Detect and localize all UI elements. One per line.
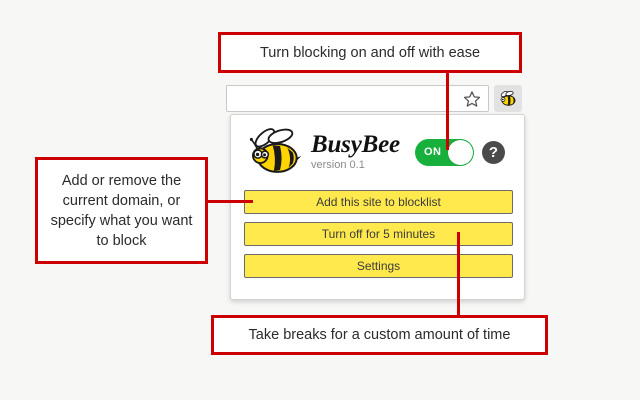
annotation-connector-top bbox=[446, 71, 449, 150]
extension-popup: BusyBee version 0.1 ON ? Add this site t… bbox=[230, 114, 525, 300]
annotation-callout-top: Turn blocking on and off with ease bbox=[218, 32, 522, 73]
settings-button[interactable]: Settings bbox=[244, 254, 513, 278]
bee-logo-icon bbox=[244, 127, 306, 175]
url-bar[interactable] bbox=[226, 85, 489, 112]
brand-block: BusyBee version 0.1 bbox=[311, 132, 400, 171]
power-toggle-knob[interactable] bbox=[448, 140, 473, 165]
browser-toolbar bbox=[226, 84, 526, 116]
annotation-connector-bottom bbox=[457, 232, 460, 317]
star-icon[interactable] bbox=[463, 90, 481, 108]
popup-header: BusyBee version 0.1 ON ? bbox=[231, 115, 524, 185]
bee-icon bbox=[500, 90, 516, 106]
power-toggle[interactable]: ON bbox=[415, 139, 474, 166]
help-icon-label: ? bbox=[488, 144, 499, 161]
settings-label: Settings bbox=[356, 259, 401, 273]
add-site-to-blocklist-label: Add this site to blocklist bbox=[316, 195, 441, 209]
extension-toolbar-button[interactable] bbox=[494, 85, 522, 112]
help-icon[interactable]: ? bbox=[482, 141, 505, 164]
turn-off-timer-button[interactable]: Turn off for 5 minutes bbox=[244, 222, 513, 246]
brand-version: version 0.1 bbox=[311, 159, 365, 171]
brand-name: BusyBee bbox=[311, 131, 400, 158]
annotation-callout-left: Add or remove the current domain, or spe… bbox=[35, 157, 208, 264]
power-toggle-state-label: ON bbox=[424, 146, 442, 158]
annotation-connector-left bbox=[206, 200, 253, 203]
annotation-callout-bottom: Take breaks for a custom amount of time bbox=[211, 315, 548, 355]
annotation-callout-left-text: Add or remove the current domain, or spe… bbox=[50, 172, 193, 249]
turn-off-timer-label: Turn off for 5 minutes bbox=[321, 227, 436, 241]
annotation-callout-bottom-text: Take breaks for a custom amount of time bbox=[248, 327, 511, 343]
annotation-callout-top-text: Turn blocking on and off with ease bbox=[259, 44, 481, 61]
add-site-to-blocklist-button[interactable]: Add this site to blocklist bbox=[244, 190, 513, 214]
